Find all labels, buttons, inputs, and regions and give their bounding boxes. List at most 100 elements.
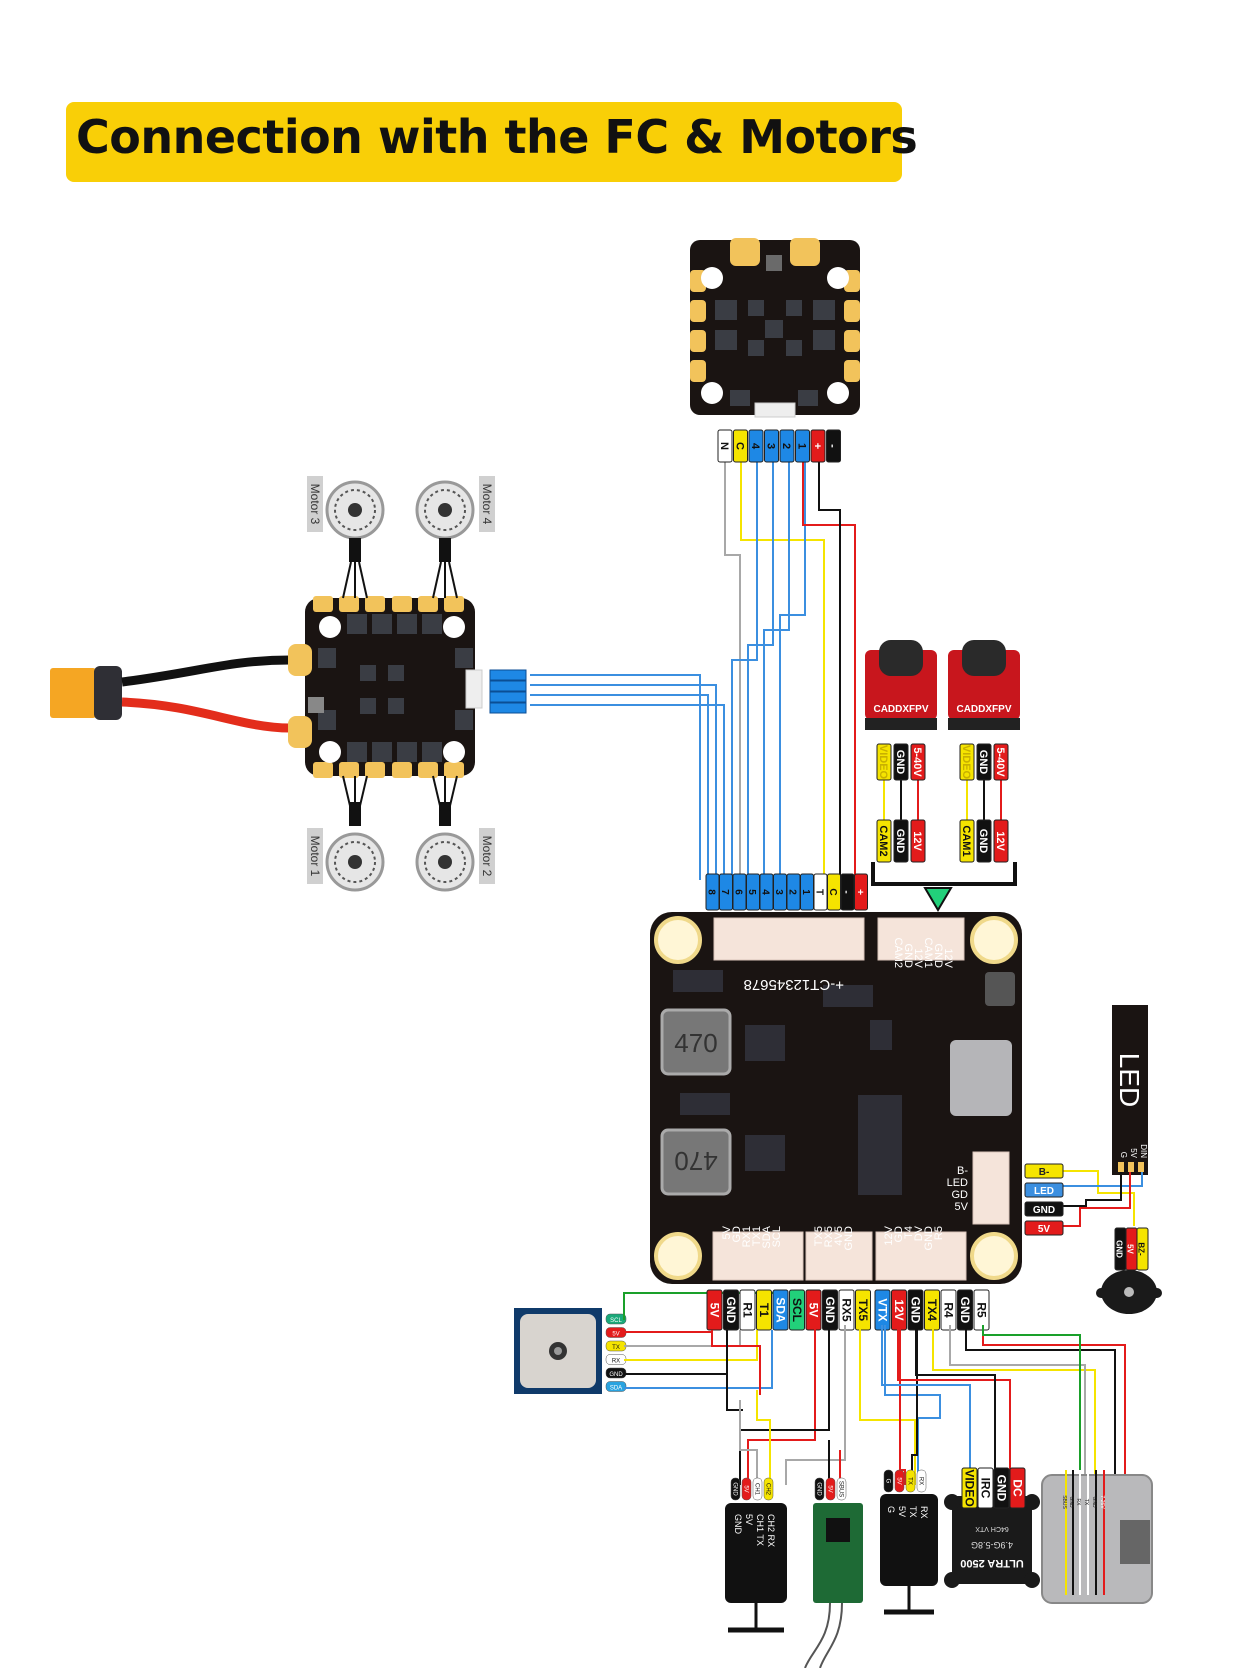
receiver-2 bbox=[804, 1503, 863, 1668]
uart-pin-label: R1 bbox=[741, 1302, 755, 1318]
uart-pin: T1 bbox=[756, 1289, 772, 1331]
camera-fc-pin: 12V bbox=[993, 819, 1009, 863]
camera-fc-pin: 12V bbox=[910, 819, 926, 863]
uart-pin-label: GND bbox=[958, 1297, 972, 1324]
gps-pin-label: GND bbox=[609, 1372, 623, 1378]
uart-pin: RX5 bbox=[838, 1289, 855, 1331]
buzzer-pin-label: 5V bbox=[1126, 1244, 1135, 1254]
fc-silk: GD bbox=[893, 1226, 905, 1243]
uart-pin-label: 5V bbox=[807, 1303, 821, 1318]
camera-fc-pin-label: GND bbox=[894, 829, 906, 854]
inductor-1 bbox=[660, 1008, 732, 1076]
wire-esc-1 bbox=[779, 462, 806, 880]
led-pin-led: LED bbox=[1024, 1182, 1064, 1198]
fc-esc-pin-10-label: - bbox=[841, 890, 852, 893]
fc-esc-pin-1: 7 bbox=[719, 873, 733, 911]
vtx-pin: DC bbox=[1009, 1467, 1026, 1509]
gps-pin-label: 5V bbox=[612, 1332, 619, 1338]
fc-esc-pin-0: 8 bbox=[705, 873, 720, 911]
camera-pin: VIDEO bbox=[876, 743, 892, 781]
esc-left-board bbox=[50, 596, 527, 778]
motor-4: Motor 2 bbox=[415, 775, 495, 892]
vtx-silk-2: 64CH VTX bbox=[975, 1525, 1009, 1532]
fc-silk: GND bbox=[932, 944, 944, 969]
receiver-wire-label: RX bbox=[918, 1477, 924, 1485]
usb-c-port bbox=[950, 1040, 1012, 1116]
dji-wire-label: SBUS bbox=[1061, 1495, 1067, 1509]
dji-wire-label: TX bbox=[1083, 1499, 1089, 1506]
uart-pin: 5V bbox=[805, 1289, 822, 1331]
gps-pin-scl: SCL bbox=[605, 1313, 627, 1325]
fc-side-silk: GD bbox=[952, 1189, 969, 1201]
camera-fc-pin: CAM1 bbox=[959, 819, 975, 863]
uart-pin-label: R4 bbox=[942, 1302, 956, 1318]
camera-pin: 5-40V bbox=[910, 743, 926, 781]
receiver-wire-tag: G bbox=[883, 1469, 894, 1493]
receiver-wire-label: 5V bbox=[827, 1485, 833, 1492]
buzzer-pin-label: BZ- bbox=[1137, 1242, 1146, 1256]
camera-fc-pin: CAM2 bbox=[876, 819, 892, 863]
buzzer-pin: BZ- bbox=[1136, 1227, 1149, 1271]
xt60-connector bbox=[50, 668, 96, 718]
receiver-wire-label: GND bbox=[816, 1482, 822, 1496]
led-strip: LED bbox=[1112, 1005, 1148, 1175]
led-pin-b-: B- bbox=[1024, 1163, 1064, 1179]
dji-air-unit bbox=[1041, 1470, 1153, 1604]
wire-left-esc-1 bbox=[530, 674, 701, 880]
camera-fc-pin-label: GND bbox=[977, 829, 989, 854]
uart-pin-label: T1 bbox=[757, 1303, 771, 1317]
camera-pin-label: 5-40V bbox=[911, 747, 923, 777]
camera-brand: CADDXFPV bbox=[956, 704, 1011, 715]
dji-wire-label: GND bbox=[1068, 1496, 1074, 1508]
fc-silk: GND bbox=[902, 944, 914, 969]
fc-esc-pin-8-label: T bbox=[814, 889, 825, 895]
battery-negative-wire bbox=[121, 655, 291, 687]
fc-esc-pin-8: T bbox=[813, 873, 828, 911]
uart-pin: VTX bbox=[874, 1289, 891, 1331]
receiver-wire-tag: CH2 bbox=[763, 1477, 774, 1501]
fc-esc-pin-6-label: 2 bbox=[787, 889, 798, 895]
led-strip-label: LED bbox=[1114, 1053, 1145, 1107]
fc-side-silk: B- bbox=[957, 1165, 968, 1177]
led-strip-pin: DIN bbox=[1139, 1144, 1148, 1158]
receiver-1 bbox=[725, 1503, 787, 1633]
dji-wire-label: GND bbox=[1091, 1496, 1097, 1508]
vtx-name: ULTRA 2500 bbox=[960, 1557, 1024, 1569]
esc-pin-0-label: N bbox=[718, 442, 730, 450]
motor-label: Motor 3 bbox=[308, 484, 322, 525]
fc-esc-silk: +-CT12345678 bbox=[744, 976, 845, 993]
page-title: Connection with the FC & Motors bbox=[76, 110, 918, 164]
fc-silk: SCL bbox=[771, 1226, 783, 1247]
esc-4in1-board bbox=[690, 238, 860, 418]
osd-chip bbox=[858, 1095, 902, 1195]
camera-pin-label: VIDEO bbox=[877, 745, 889, 780]
fc-esc-pin-5: 3 bbox=[773, 873, 787, 911]
gps-pin-gnd: GND bbox=[605, 1367, 627, 1379]
receiver-wire-label: 5V bbox=[743, 1485, 749, 1492]
receiver-wire-tag: 5V bbox=[741, 1477, 752, 1501]
camera-pin: VIDEO bbox=[959, 743, 975, 781]
vtx-pin: GND bbox=[993, 1467, 1010, 1509]
receiver-wire-label: CH1 bbox=[754, 1483, 760, 1496]
uart-pin-label: 12V bbox=[892, 1299, 906, 1320]
uart-pin: 12V bbox=[891, 1289, 907, 1331]
inductor-2 bbox=[660, 1128, 732, 1196]
uart-pin-label: TX4 bbox=[925, 1299, 939, 1321]
uart-pin-label: VTX bbox=[876, 1298, 890, 1321]
uart-pin-label: 5V bbox=[708, 1303, 722, 1318]
fc-silk: GD bbox=[731, 1226, 743, 1243]
motor-label: Motor 1 bbox=[308, 836, 322, 877]
esc-to-fc-wires bbox=[530, 462, 856, 880]
esc-pin-6: + bbox=[810, 429, 826, 463]
camera-pin-label: VIDEO bbox=[960, 745, 972, 780]
uart-pin: R5 bbox=[973, 1289, 990, 1331]
